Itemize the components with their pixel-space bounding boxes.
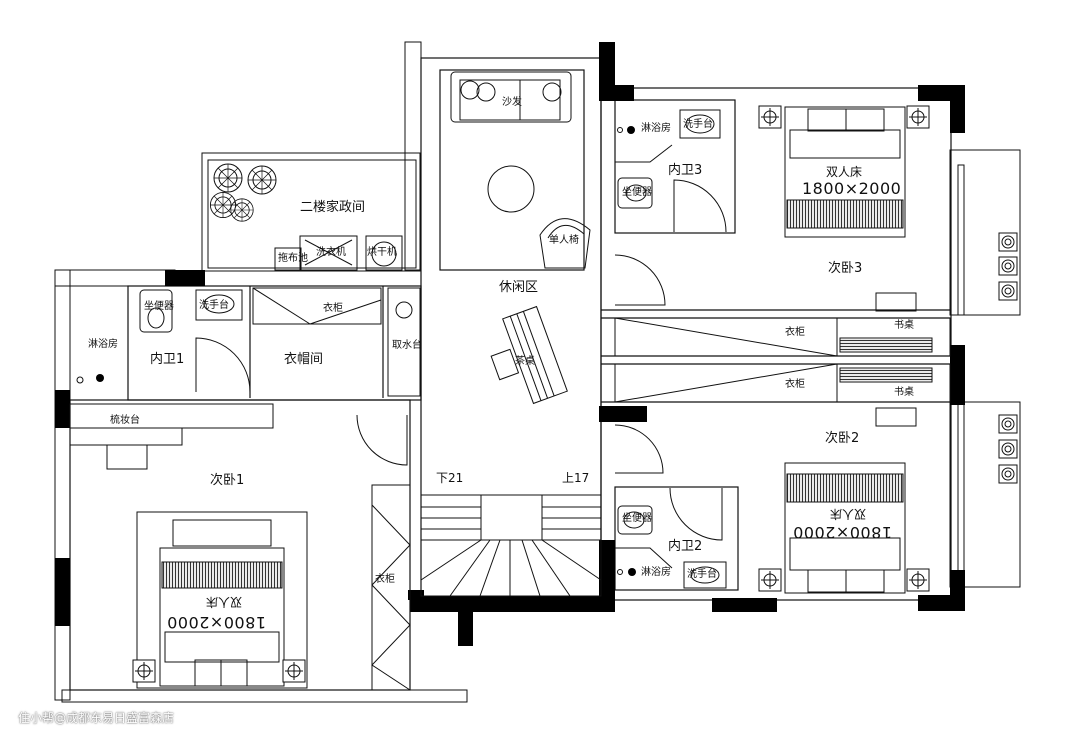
watermark: 住小帮@成都东易日盛富森店 <box>18 711 175 725</box>
label-wardrobe-bedroom3: 衣柜 <box>785 327 805 338</box>
label-washbasin-bath2: 洗手台 <box>687 569 717 580</box>
room-label-bedroom1: 次卧1 <box>210 473 245 488</box>
label-double-bed-bedroom2: 双人床 <box>829 507 866 521</box>
bed-text-bedroom2: 1800×2000 双人床 <box>792 502 896 542</box>
label-bookcase-bedroom2: 书桌 <box>894 387 914 398</box>
label-shower-bath2: 淋浴房 <box>641 567 671 578</box>
label-dryer: 烘干机 <box>367 247 397 258</box>
label-shower-bath1: 淋浴房 <box>88 339 118 350</box>
room-label-bedroom3: 次卧3 <box>828 261 863 276</box>
room-label-walk-in-closet: 衣帽间 <box>284 352 324 367</box>
label-double-bed-bedroom1: 双人床 <box>205 595 242 609</box>
label-bookcase-bedroom3: 书桌 <box>894 320 914 331</box>
label-bed-size-bedroom2: 1800×2000 <box>792 523 892 542</box>
label-vanity: 梳妆台 <box>110 415 140 426</box>
label-toilet-bath3: 坐便器 <box>622 187 652 198</box>
room-label-bedroom2: 次卧2 <box>825 431 860 446</box>
bed-text-bedroom1: 1800×2000 双人床 <box>167 592 272 632</box>
label-wardrobe-bedroom1: 衣柜 <box>375 574 395 585</box>
label-water-dispenser: 取水台 <box>392 340 422 351</box>
label-bed-size-bedroom1: 1800×2000 <box>166 613 266 632</box>
label-bed-size-bedroom3: 1800×2000 <box>802 179 902 198</box>
label-toilet-bath1: 坐便器 <box>144 301 174 312</box>
label-washer: 洗衣机 <box>316 247 346 258</box>
label-stairs-up: 上17 <box>562 471 590 485</box>
label-sofa: 沙发 <box>502 97 522 108</box>
label-armchair: 单人椅 <box>549 235 579 246</box>
room-label-utility: 二楼家政间 <box>300 200 366 215</box>
room-label-bath2: 内卫2 <box>668 539 703 554</box>
room-label-lounge: 休闲区 <box>499 280 539 295</box>
label-stairs-down: 下21 <box>436 471 464 485</box>
room-label-bath3: 内卫3 <box>668 163 703 178</box>
label-double-bed-bedroom3: 双人床 <box>826 165 863 179</box>
label-wardrobe-closet: 衣柜 <box>323 303 343 314</box>
label-toilet-bath2: 坐便器 <box>622 513 652 524</box>
label-washbasin-bath1: 洗手台 <box>199 300 229 311</box>
label-mop-pool: 拖布池 <box>278 253 308 264</box>
label-tea-table: 茶桌 <box>515 356 535 367</box>
label-washbasin-bath3: 洗手台 <box>683 119 713 130</box>
label-shower-bath3: 淋浴房 <box>641 123 671 134</box>
label-wardrobe-bedroom2: 衣柜 <box>785 379 805 390</box>
room-label-bath1: 内卫1 <box>150 352 185 367</box>
